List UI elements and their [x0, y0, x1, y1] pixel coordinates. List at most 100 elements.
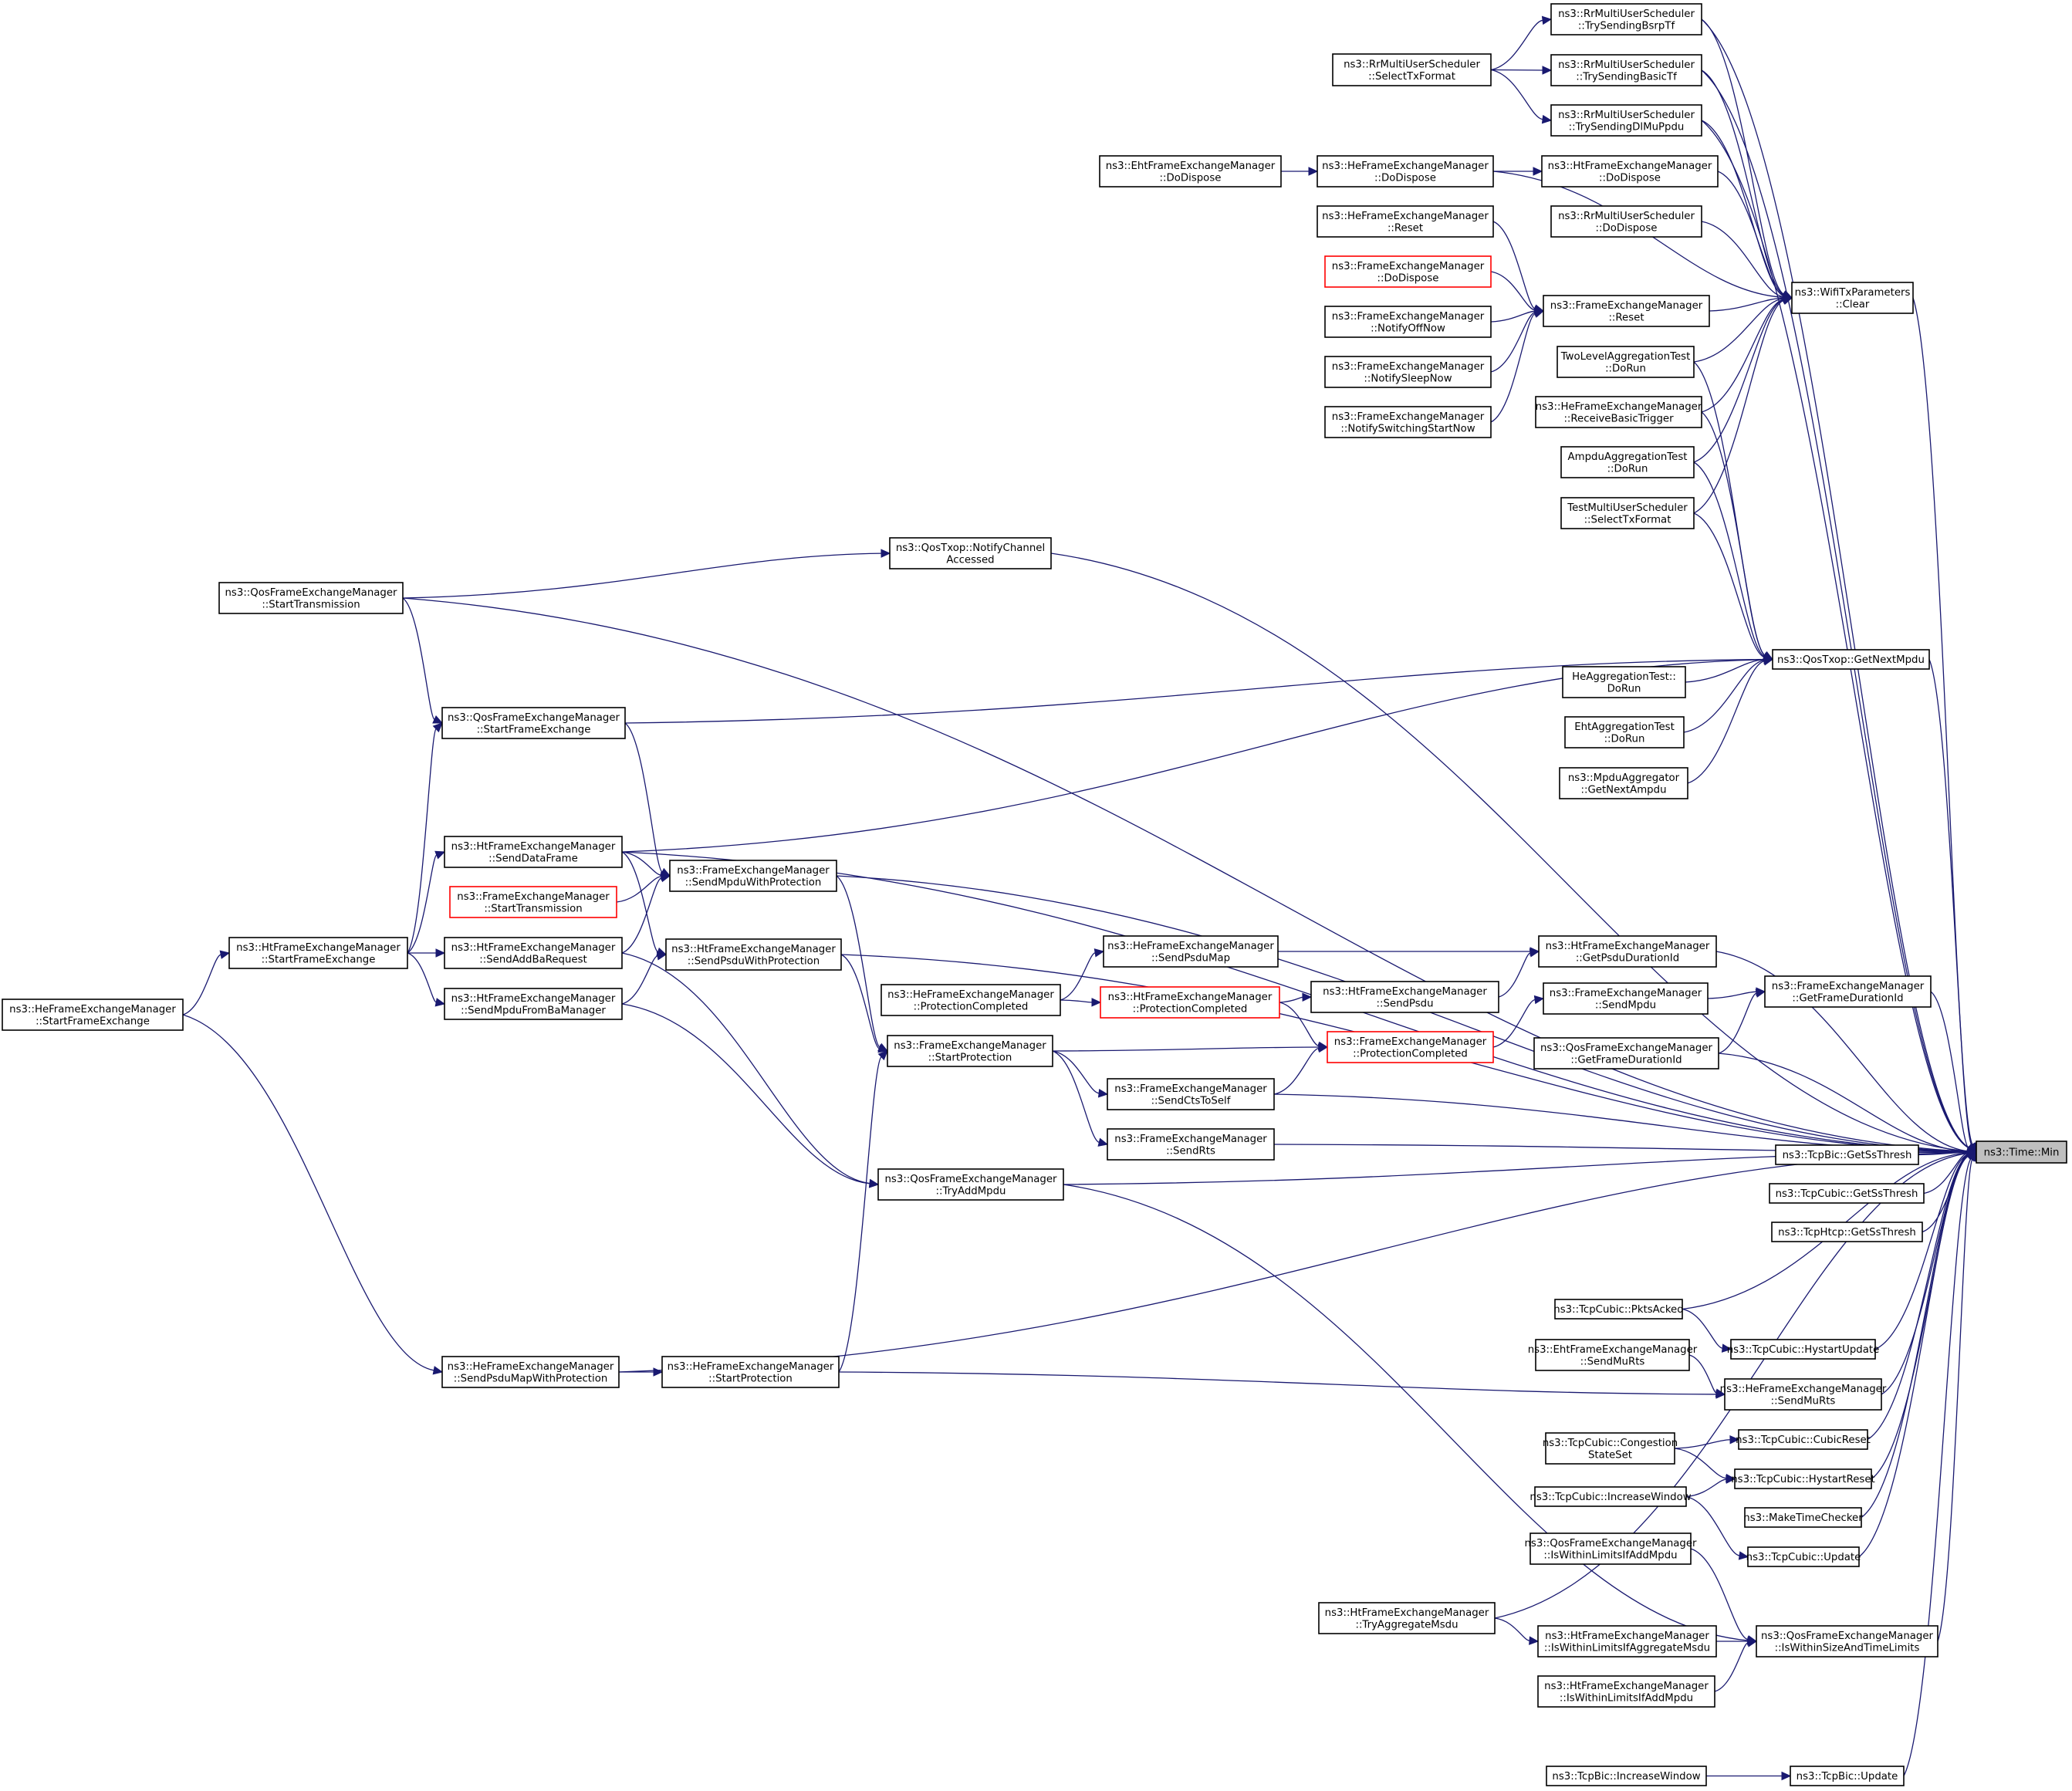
node-fem-sendmpdu[interactable]: ns3::FrameExchangeManager::SendMpdu: [1543, 982, 1709, 1015]
node-box[interactable]: [444, 988, 623, 1020]
node-ht-sendaddbarequest[interactable]: ns3::HtFrameExchangeManager::SendAddBaRe…: [444, 937, 623, 969]
node-he-sendpsdumap[interactable]: ns3::HeFrameExchangeManager::SendPsduMap: [1103, 935, 1279, 968]
node-fem-getframedurationid[interactable]: ns3::FrameExchangeManager::GetFrameDurat…: [1764, 975, 1932, 1008]
node-time-min[interactable]: ns3::Time::Min: [1976, 1140, 2067, 1164]
node-box[interactable]: [449, 886, 617, 918]
node-he-sendpsdumapwithprotection[interactable]: ns3::HeFrameExchangeManager::SendPsduMap…: [441, 1356, 620, 1388]
node-box[interactable]: [1100, 986, 1280, 1019]
node-box[interactable]: [665, 938, 842, 971]
node-box[interactable]: [1324, 406, 1492, 438]
node-box[interactable]: [1541, 155, 1719, 188]
node-wifitx-clear[interactable]: ns3::WifiTxParameters::Clear: [1791, 282, 1914, 314]
node-tcpcubic-increasewindow[interactable]: ns3::TcpCubic::IncreaseWindow: [1529, 1486, 1692, 1507]
node-heagg-dorun[interactable]: HeAggregationTest::DoRun: [1562, 666, 1686, 698]
node-box[interactable]: [1107, 1128, 1275, 1161]
node-box[interactable]: [1730, 1339, 1876, 1360]
node-fem-starttransmission[interactable]: ns3::FrameExchangeManager::StartTransmis…: [449, 886, 617, 918]
node-box[interactable]: [1533, 1037, 1719, 1070]
node-box[interactable]: [1772, 649, 1930, 670]
node-box[interactable]: [889, 537, 1052, 569]
node-qosfem-startframeexchange[interactable]: ns3::QosFrameExchangeManager::StartFrame…: [441, 707, 626, 739]
node-box[interactable]: [2, 999, 184, 1031]
node-tcpcubic-pktsacked[interactable]: ns3::TcpCubic::PktsAcked: [1553, 1299, 1684, 1320]
node-tcphtcp-getssthresh[interactable]: ns3::TcpHtcp::GetSsThresh: [1771, 1222, 1923, 1242]
node-box[interactable]: [1324, 306, 1492, 338]
node-box[interactable]: [1535, 1339, 1690, 1371]
node-box[interactable]: [1535, 396, 1702, 428]
node-he-dodispose[interactable]: ns3::HeFrameExchangeManager::DoDispose: [1317, 155, 1494, 188]
node-box[interactable]: [1554, 1299, 1683, 1320]
node-box[interactable]: [1560, 497, 1695, 529]
node-tcpbic-increasewindow[interactable]: ns3::TcpBic::IncreaseWindow: [1546, 1766, 1707, 1786]
node-box[interactable]: [218, 582, 404, 614]
node-box[interactable]: [1538, 935, 1717, 968]
node-tcpcubic-getssthresh[interactable]: ns3::TcpCubic::GetSsThresh: [1769, 1183, 1925, 1204]
node-ht-iswithinlimitsifaddmpdu[interactable]: ns3::HtFrameExchangeManager::IsWithinLim…: [1537, 1675, 1715, 1708]
node-tcpcubic-cubicreset[interactable]: ns3::TcpCubic::CubicReset: [1736, 1429, 1871, 1450]
node-box[interactable]: [1324, 356, 1492, 388]
node-box[interactable]: [1310, 981, 1499, 1013]
node-box[interactable]: [1332, 53, 1492, 86]
node-box[interactable]: [1317, 155, 1494, 188]
node-fem-sendctstoself[interactable]: ns3::FrameExchangeManager::SendCtsToSelf: [1107, 1078, 1275, 1110]
node-box[interactable]: [1724, 1378, 1882, 1411]
node-box[interactable]: [1543, 982, 1709, 1015]
node-box[interactable]: [1560, 446, 1695, 478]
node-box[interactable]: [1738, 1429, 1868, 1450]
node-testmus-selecttxformat[interactable]: TestMultiUserScheduler::SelectTxFormat: [1560, 497, 1695, 529]
node-rr-trysendingbsrptf[interactable]: ns3::RrMultiUserScheduler::TrySendingBsr…: [1550, 3, 1702, 35]
node-box[interactable]: [1564, 716, 1685, 749]
node-tcpcubic-update[interactable]: ns3::TcpCubic::Update: [1746, 1546, 1861, 1567]
node-box[interactable]: [887, 1035, 1053, 1067]
node-box[interactable]: [444, 836, 623, 868]
node-box[interactable]: [1550, 205, 1702, 238]
node-box[interactable]: [1562, 666, 1686, 698]
node-twolevel-dorun[interactable]: TwoLevelAggregationTest::DoRun: [1557, 346, 1695, 378]
node-box[interactable]: [1771, 1222, 1923, 1242]
node-he-reset[interactable]: ns3::HeFrameExchangeManager::Reset: [1317, 205, 1494, 238]
node-box[interactable]: [1744, 1507, 1862, 1528]
node-maketimechecker[interactable]: ns3::MakeTimeChecker: [1743, 1507, 1863, 1528]
node-box[interactable]: [1734, 1468, 1872, 1489]
node-qosfem-iswithinlimitsifaddmpdu[interactable]: ns3::QosFrameExchangeManager::IsWithinLi…: [1525, 1532, 1698, 1565]
node-box[interactable]: [1318, 1602, 1496, 1634]
node-qostxop-getnextmpdu[interactable]: ns3::QosTxop::GetNextMpdu: [1772, 649, 1930, 670]
node-box[interactable]: [1557, 346, 1695, 378]
node-rr-trysendingdlmuppdu[interactable]: ns3::RrMultiUserScheduler::TrySendingDlM…: [1550, 104, 1702, 137]
node-box[interactable]: [1756, 1625, 1938, 1658]
node-eht-sendmurts[interactable]: ns3::EhtFrameExchangeManager::SendMuRts: [1528, 1339, 1698, 1371]
node-ht-getpsdudurationid[interactable]: ns3::HtFrameExchangeManager::GetPsduDura…: [1538, 935, 1717, 968]
node-box[interactable]: [228, 937, 408, 969]
node-ht-senddataframe[interactable]: ns3::HtFrameExchangeManager::SendDataFra…: [444, 836, 623, 868]
node-qosfem-tryaddmpdu[interactable]: ns3::QosFrameExchangeManager::TryAddMpdu: [877, 1168, 1064, 1201]
node-box[interactable]: [1543, 295, 1710, 327]
node-rr-dodispose[interactable]: ns3::RrMultiUserScheduler::DoDispose: [1550, 205, 1702, 238]
node-tcpbic-update[interactable]: ns3::TcpBic::Update: [1790, 1766, 1905, 1786]
node-ht-startframeexchange[interactable]: ns3::HtFrameExchangeManager::StartFrameE…: [228, 937, 408, 969]
node-he-receivebasictrigger[interactable]: ns3::HeFrameExchangeManager::ReceiveBasi…: [1535, 396, 1702, 428]
node-eht-dodispose[interactable]: ns3::EhtFrameExchangeManager::DoDispose: [1099, 155, 1282, 188]
node-ht-sendpsdu[interactable]: ns3::HtFrameExchangeManager::SendPsdu: [1310, 981, 1499, 1013]
node-box[interactable]: [1550, 3, 1702, 35]
node-box[interactable]: [1791, 282, 1914, 314]
node-box[interactable]: [1550, 54, 1702, 86]
node-ht-tryaggregatemsdu[interactable]: ns3::HtFrameExchangeManager::TryAggregat…: [1318, 1602, 1496, 1634]
node-tcpcubic-hystartupdate[interactable]: ns3::TcpCubic::HystartUpdate: [1727, 1339, 1880, 1360]
node-box[interactable]: [1317, 205, 1494, 238]
node-ht-iswithinlimitsifaggregatemsdu[interactable]: ns3::HtFrameExchangeManager::IsWithinLim…: [1537, 1625, 1717, 1658]
node-box[interactable]: [1550, 104, 1702, 137]
node-qosfem-getframedurationid[interactable]: ns3::QosFrameExchangeManager::GetFrameDu…: [1533, 1037, 1719, 1070]
node-box[interactable]: [1529, 1532, 1692, 1565]
node-ht-sendpsduwithprotection[interactable]: ns3::HtFrameExchangeManager::SendPsduWit…: [665, 938, 842, 971]
node-fem-protectioncompleted[interactable]: ns3::FrameExchangeManager::ProtectionCom…: [1327, 1031, 1494, 1063]
node-fem-sendmpduwithprotection[interactable]: ns3::FrameExchangeManager::SendMpduWithP…: [669, 860, 837, 892]
node-fem-notifyoffnow[interactable]: ns3::FrameExchangeManager::NotifyOffNow: [1324, 306, 1492, 338]
node-mpduagg-getnextampdu[interactable]: ns3::MpduAggregator::GetNextAmpdu: [1559, 767, 1688, 799]
node-box[interactable]: [1775, 1144, 1919, 1165]
node-fem-notifyswitching[interactable]: ns3::FrameExchangeManager::NotifySwitchi…: [1324, 406, 1492, 438]
node-box[interactable]: [1790, 1766, 1905, 1786]
node-fem-startprotection[interactable]: ns3::FrameExchangeManager::StartProtecti…: [887, 1035, 1053, 1067]
node-box[interactable]: [661, 1356, 840, 1388]
node-box[interactable]: [669, 860, 837, 892]
